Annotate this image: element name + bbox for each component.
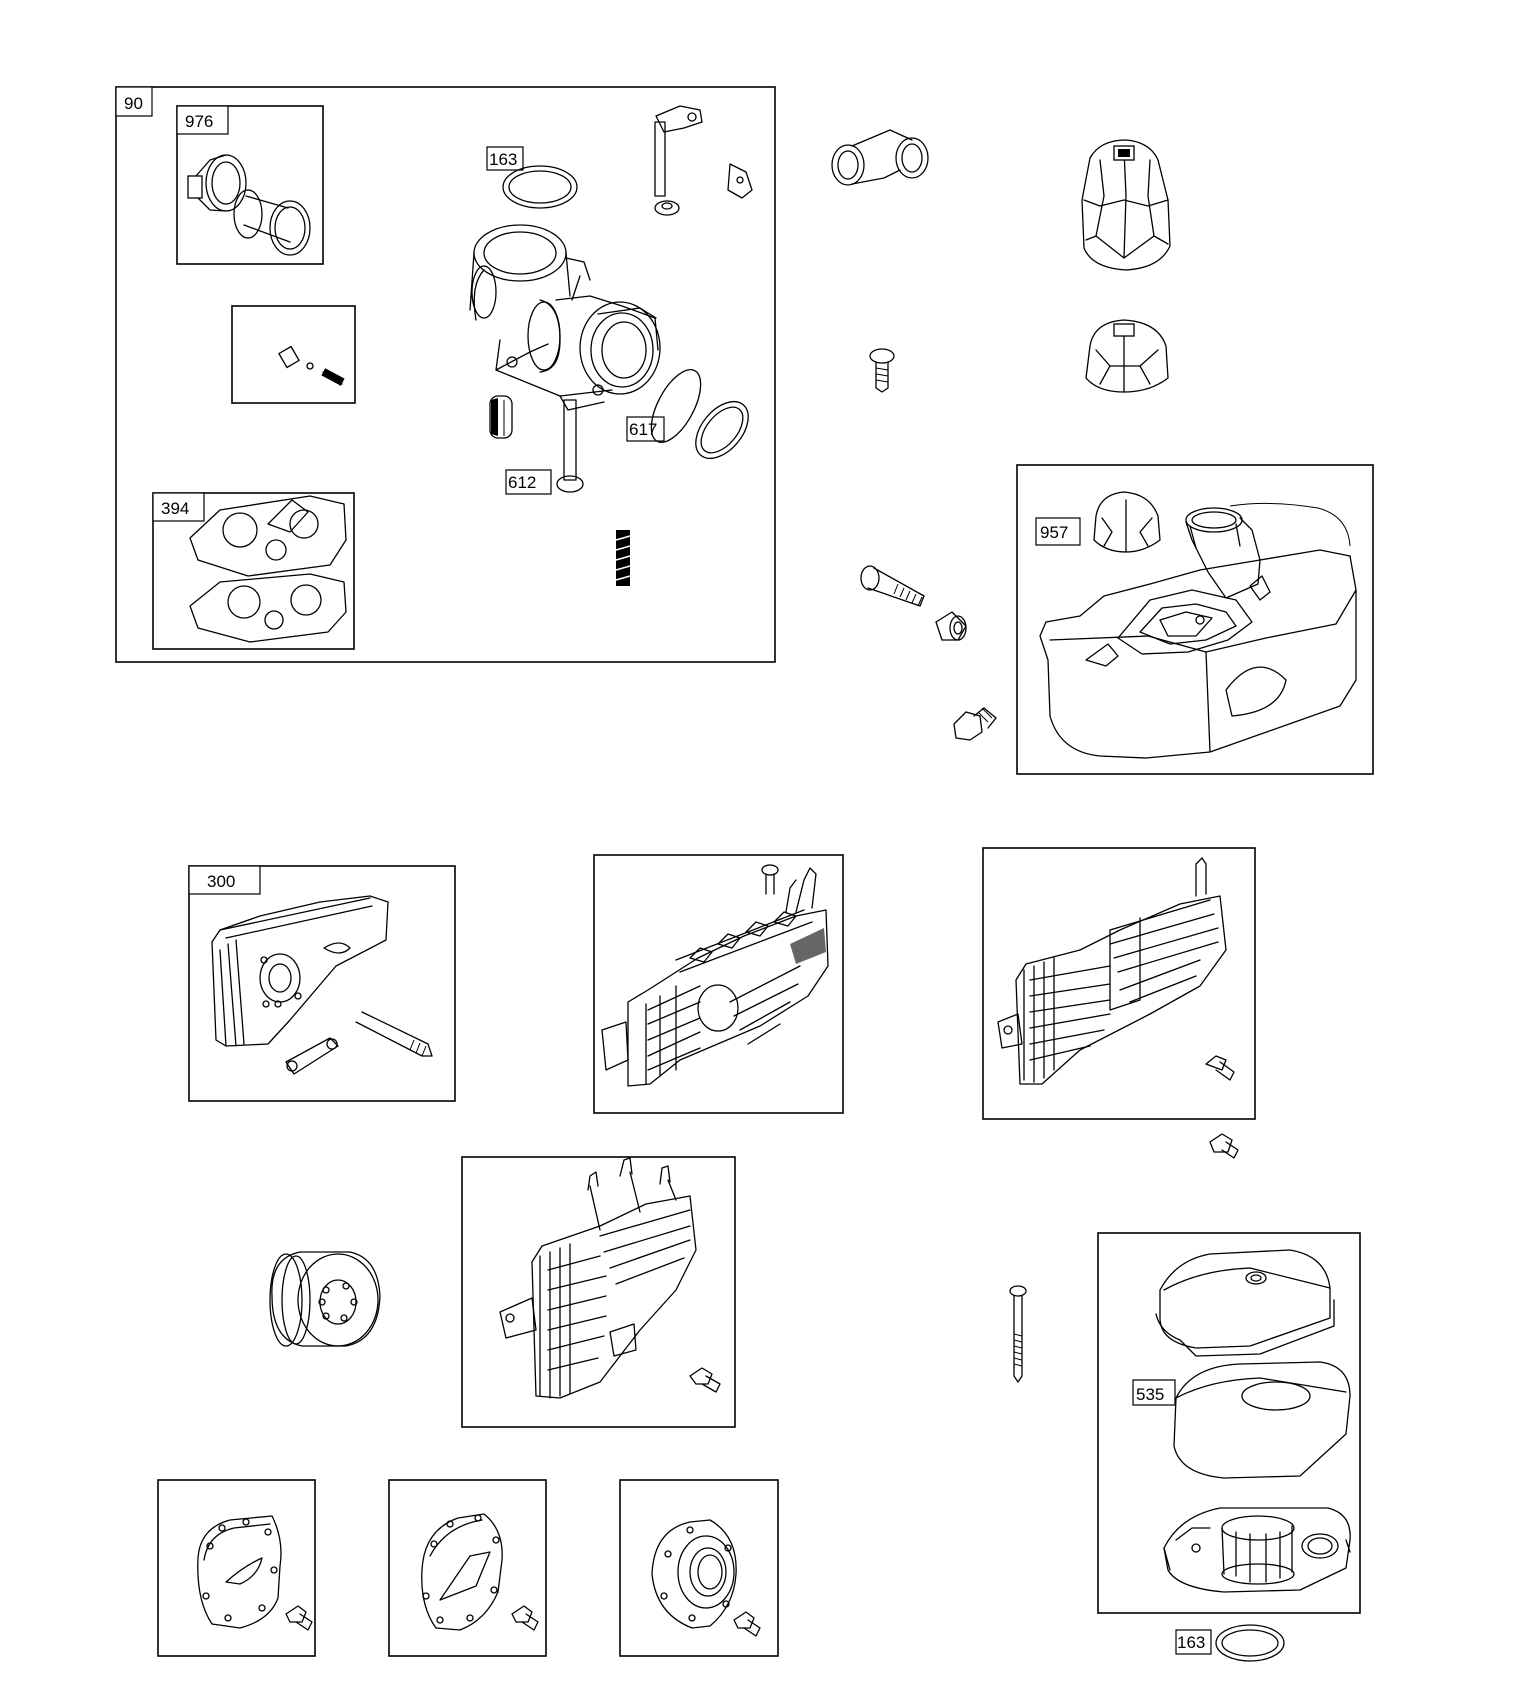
sleeve-kit-976: 976	[176, 105, 324, 265]
callout-957-box	[1035, 517, 1081, 546]
kit-957-frame	[1016, 464, 1374, 775]
plate-c-frame	[619, 1479, 779, 1657]
muffler-guard-b	[982, 847, 1256, 1120]
kit-976-frame	[176, 105, 324, 265]
kit-394-frame	[152, 492, 355, 650]
callout-612-box	[505, 469, 552, 495]
needle-spring-kit	[231, 305, 356, 404]
carburetor-group-90: 90 976 394	[115, 86, 776, 663]
callout-394-box	[152, 492, 205, 522]
plate-a-frame	[157, 1479, 316, 1657]
callout-90-box	[115, 86, 153, 117]
float-and-needle	[489, 395, 513, 439]
throttle-shaft	[654, 105, 753, 216]
needle-612: 612	[505, 469, 552, 495]
fuel-cap-small	[1085, 319, 1169, 393]
guard-b-frame	[982, 847, 1256, 1120]
screw-short	[869, 348, 895, 393]
callout-617-box	[626, 416, 665, 442]
gasket-617: 617	[626, 369, 749, 460]
kit-300-frame	[188, 865, 456, 1102]
muffler-round	[269, 1251, 381, 1347]
callout-163-bottom[interactable]: 163	[1177, 1633, 1205, 1652]
carburetor-body	[469, 224, 661, 493]
o-ring-163-top: 163	[486, 146, 578, 209]
spring-small	[615, 530, 631, 586]
cover-plate-a	[157, 1479, 316, 1657]
guard-c-frame	[461, 1156, 736, 1428]
callout-163-bottom-box	[1175, 1629, 1212, 1655]
callout-163-top[interactable]: 163	[489, 150, 517, 169]
callout-957[interactable]: 957	[1040, 523, 1068, 542]
air-filter-535: 535	[1097, 1232, 1361, 1614]
callout-535[interactable]: 535	[1136, 1385, 1164, 1404]
air-filter-knob-tall	[1081, 139, 1171, 271]
fuel-tank-957: 957	[1016, 464, 1374, 775]
bolt-long	[860, 565, 925, 607]
callout-90[interactable]: 90	[124, 94, 143, 113]
cover-plate-c	[619, 1479, 779, 1657]
plate-b-frame	[388, 1479, 547, 1657]
screw-loose-mid	[1209, 1133, 1239, 1159]
muffler-300: 300	[188, 865, 456, 1102]
callout-300[interactable]: 300	[207, 872, 235, 891]
kit-535-frame	[1097, 1232, 1361, 1614]
callout-535-box	[1132, 1379, 1176, 1406]
callout-617[interactable]: 617	[629, 420, 657, 439]
callout-976-box	[176, 105, 229, 135]
callout-300-box	[188, 865, 261, 895]
diaphragm-gasket-set-394: 394	[152, 492, 355, 650]
callout-163-top-box	[486, 146, 524, 171]
callout-976[interactable]: 976	[185, 112, 213, 131]
needle-kit-frame	[231, 305, 356, 404]
guard-a-frame	[593, 854, 844, 1114]
long-bolt	[1009, 1285, 1027, 1383]
elbow-fitting	[831, 129, 929, 186]
cover-plate-b	[388, 1479, 547, 1657]
callout-394[interactable]: 394	[161, 499, 189, 518]
group-90-frame	[115, 86, 776, 663]
hex-bolt	[953, 707, 997, 741]
muffler-guard-c	[461, 1156, 736, 1428]
callout-612[interactable]: 612	[508, 473, 536, 492]
spacer-bushing	[935, 611, 967, 641]
muffler-guard-a	[593, 854, 844, 1114]
o-ring-163-bottom: 163	[1175, 1624, 1285, 1662]
